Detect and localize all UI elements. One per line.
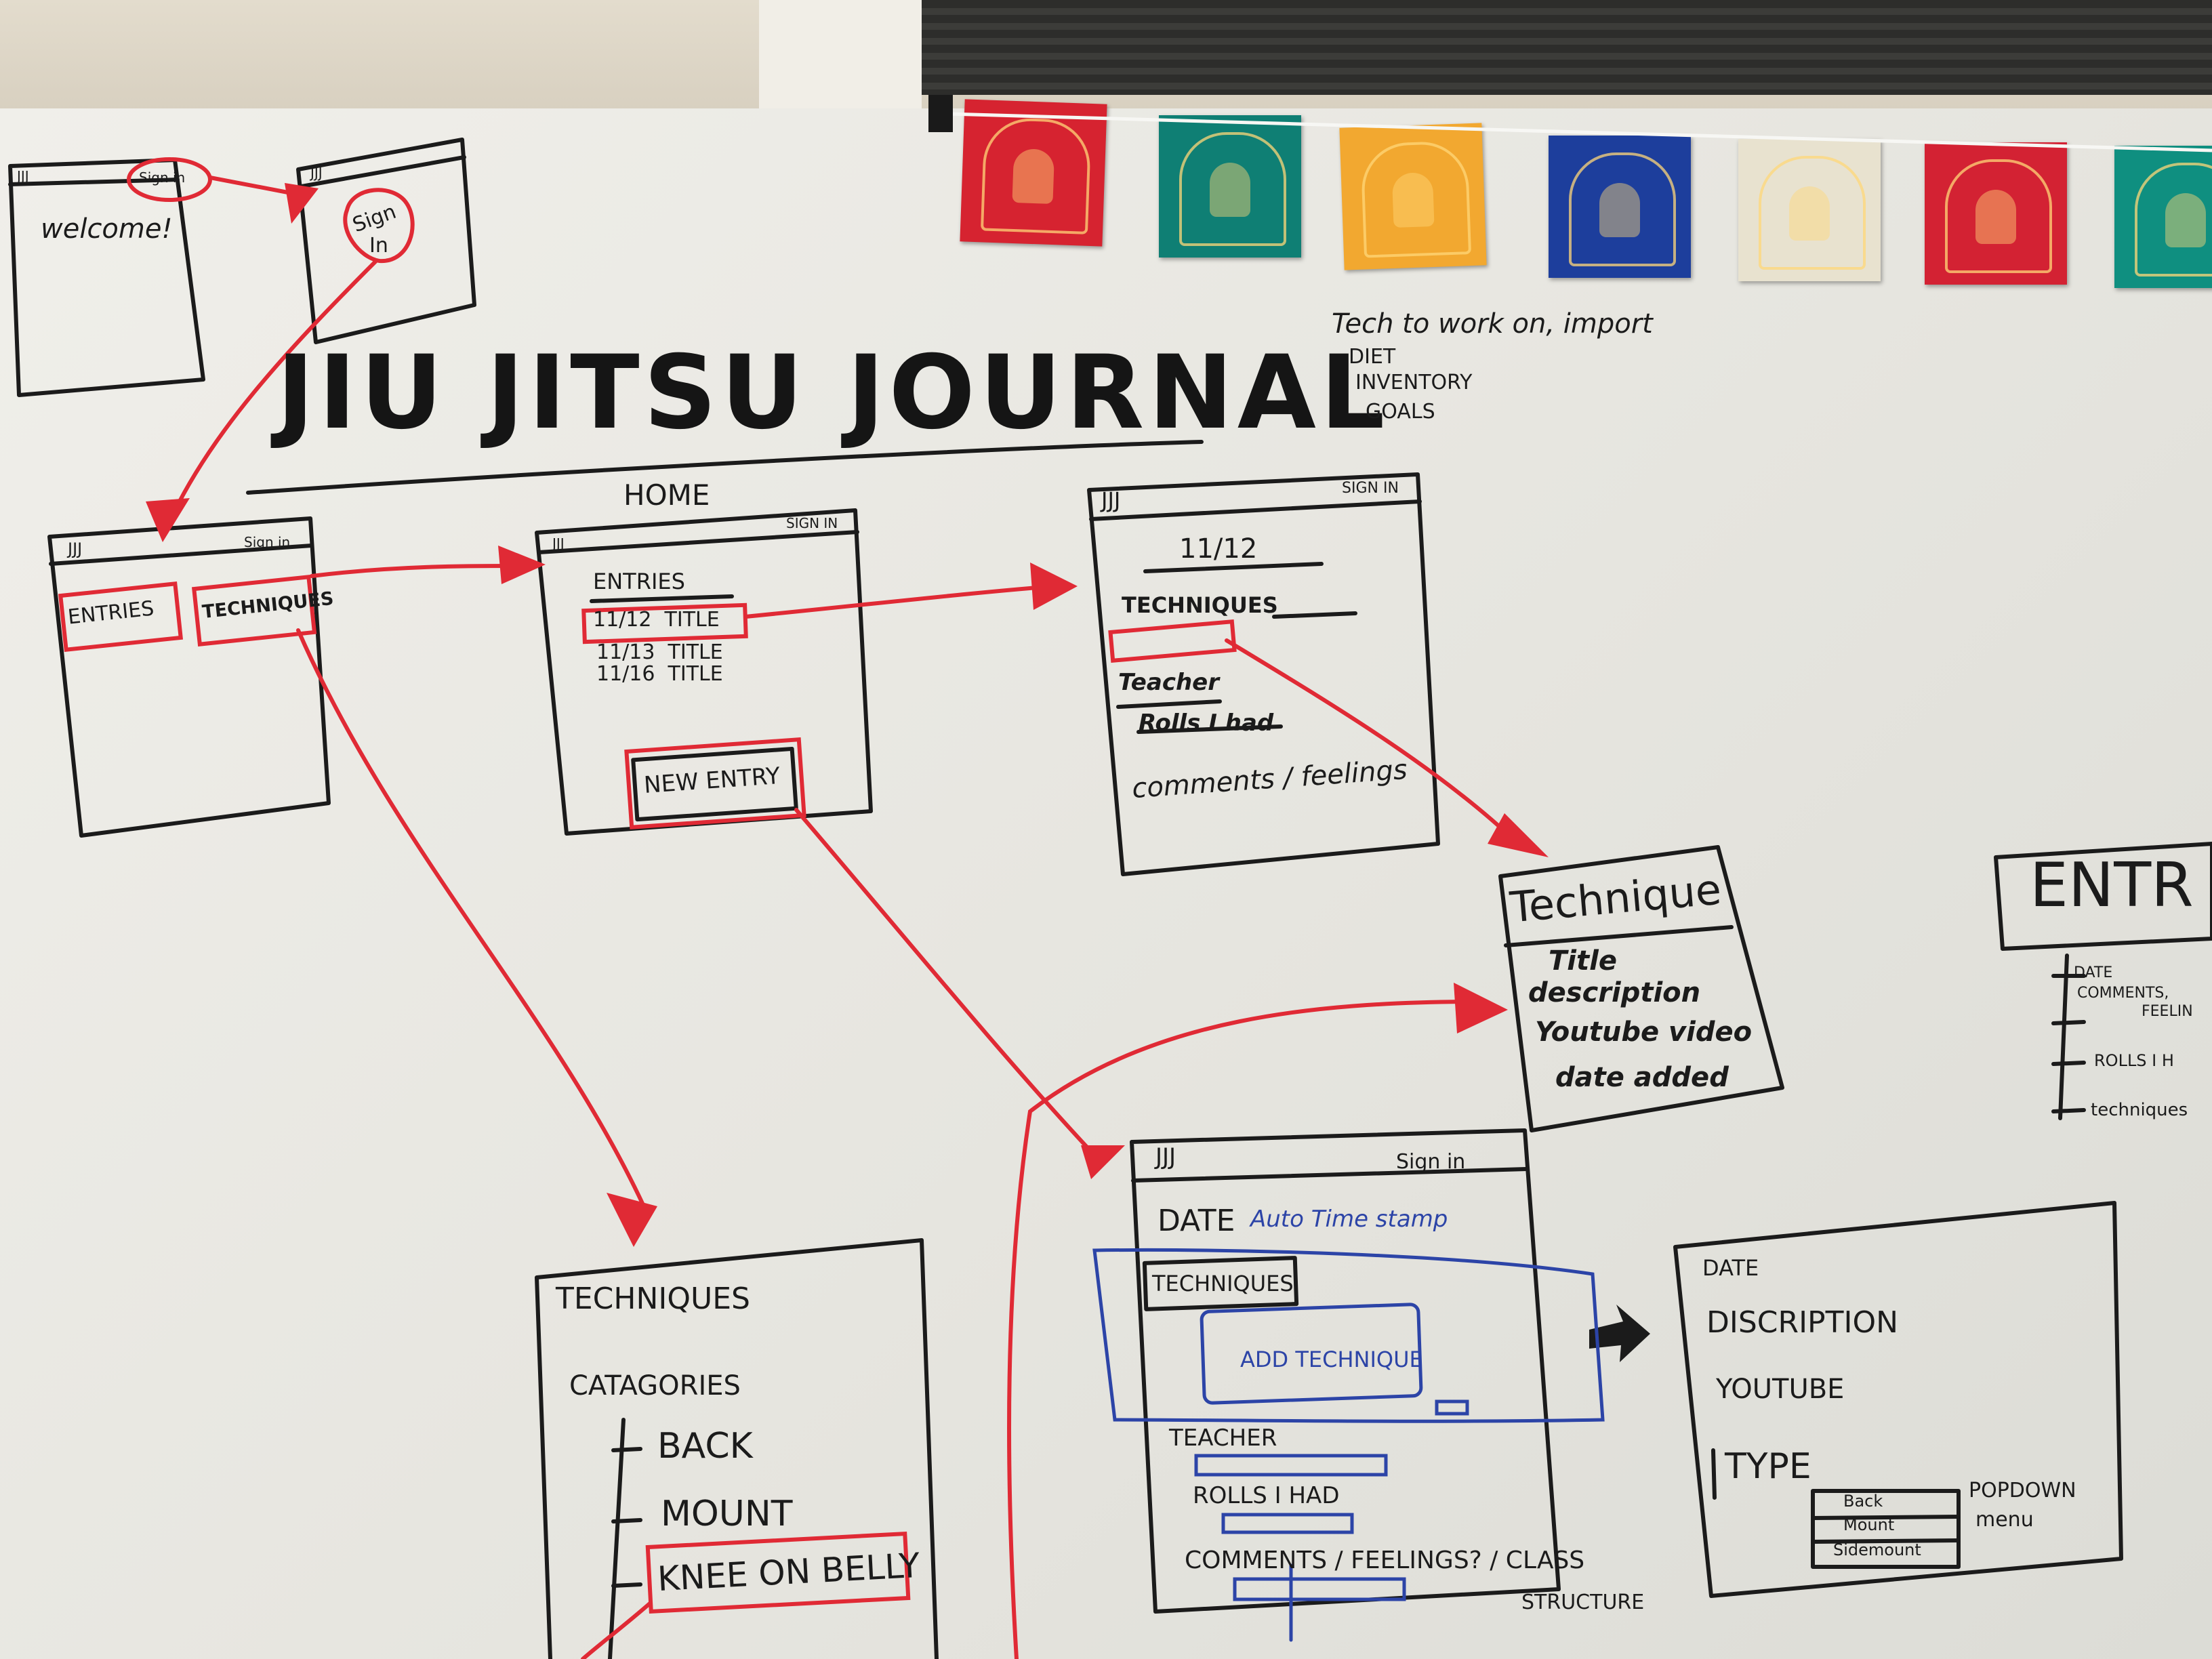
form-rolls-label: ROLLS I HAD [1193,1482,1340,1509]
home-entries-heading: ENTRIES [593,569,685,594]
menu-header-left: JJJ [68,539,83,558]
technique-field: date added [1555,1062,1729,1093]
home-entry-row[interactable]: 11/16 TITLE [596,662,723,686]
page-title: JIU JITSU JOURNAL [276,334,1389,452]
form-comments-label: COMMENTS / FEELINGS? / CLASS [1185,1547,1585,1574]
prayer-flag-teal [1159,115,1301,258]
popdown-note: POPDOWN [1969,1479,2076,1502]
entry-model-field: DATE [2074,964,2113,981]
detail-header-left: JJJ [1101,487,1121,513]
technique-field: description [1528,977,1701,1008]
rolls-input[interactable] [1223,1515,1352,1532]
prayer-flag-blue [1549,136,1691,278]
add-form-description: DISCRIPTION [1706,1305,1898,1340]
dropdown-option[interactable]: Mount [1843,1515,1895,1534]
prayer-flag-red-2 [1925,142,2067,285]
window-trim [759,0,922,115]
welcome-text: welcome! [41,213,173,245]
entry-model-title: ENTR [2030,850,2194,921]
home-entry-row[interactable]: 11/12 TITLE [593,608,720,632]
entry-model-field: COMMENTS, [2077,985,2169,1002]
note-line-3: INVENTORY [1355,371,1473,394]
note-line-1: Tech to work on, import [1332,308,1653,340]
technique-field: Youtube video [1535,1017,1753,1048]
window-blinds [922,0,2212,95]
note-line-2: DIET [1349,345,1396,369]
welcome-sign-in-link[interactable]: Sign in [139,169,186,186]
detail-header-right[interactable]: SIGN IN [1342,480,1399,497]
menu-header-right[interactable]: Sign in [244,534,291,550]
home-header-left: JJJ [552,535,565,552]
home-entry-row[interactable]: 11/13 TITLE [596,640,723,664]
form-techniques-label: TECHNIQUES [1152,1271,1294,1296]
whiteboard [0,108,2212,1659]
form-date-label: DATE [1158,1204,1235,1238]
form-header-right[interactable]: Sign in [1396,1150,1466,1174]
category-item-back[interactable]: BACK [657,1426,753,1467]
home-label: HOME [623,478,710,512]
prayer-flag-teal-2 [2114,146,2212,288]
entry-model-field: FEELIN [2142,1003,2193,1020]
welcome-header-left: JJJ [17,168,29,184]
teacher-input[interactable] [1196,1456,1386,1475]
add-form-date: DATE [1702,1255,1759,1281]
form-header-left: JJJ [1155,1143,1176,1170]
category-item-mount[interactable]: MOUNT [661,1494,793,1534]
detail-teacher: Teacher [1118,669,1219,696]
entry-model-field: ROLLS I H [2094,1051,2174,1070]
detail-rolls: Rolls I had [1139,710,1274,737]
add-technique-button[interactable]: ADD TECHNIQUE [1240,1347,1423,1372]
prayer-flag-white [1738,139,1881,281]
technique-list-heading: TECHNIQUES [556,1282,750,1316]
note-line-4: GOALS [1366,400,1435,424]
menu-note: menu [1975,1508,2034,1532]
technique-field: Title [1549,945,1617,977]
home-header-right[interactable]: SIGN IN [786,515,838,531]
add-form-youtube: YOUTUBE [1716,1374,1845,1405]
comments-input[interactable] [1235,1579,1404,1599]
form-structure-label: STRUCTURE [1521,1591,1645,1614]
form-date-value: Auto Time stamp [1250,1206,1448,1233]
dropdown-option[interactable]: Back [1843,1492,1883,1511]
dropdown-option[interactable]: Sidemount [1833,1540,1921,1559]
signin-button-line-2[interactable]: In [369,234,388,258]
categories-label: CATAGORIES [569,1370,741,1401]
form-teacher-label: TEACHER [1169,1425,1277,1452]
signin-header-left: JJJ [310,165,323,181]
detail-date: 11/12 [1179,533,1258,565]
add-form-type: TYPE [1725,1446,1811,1487]
entry-model-field: techniques [2091,1100,2188,1120]
detail-techniques: TECHNIQUES [1122,592,1278,618]
